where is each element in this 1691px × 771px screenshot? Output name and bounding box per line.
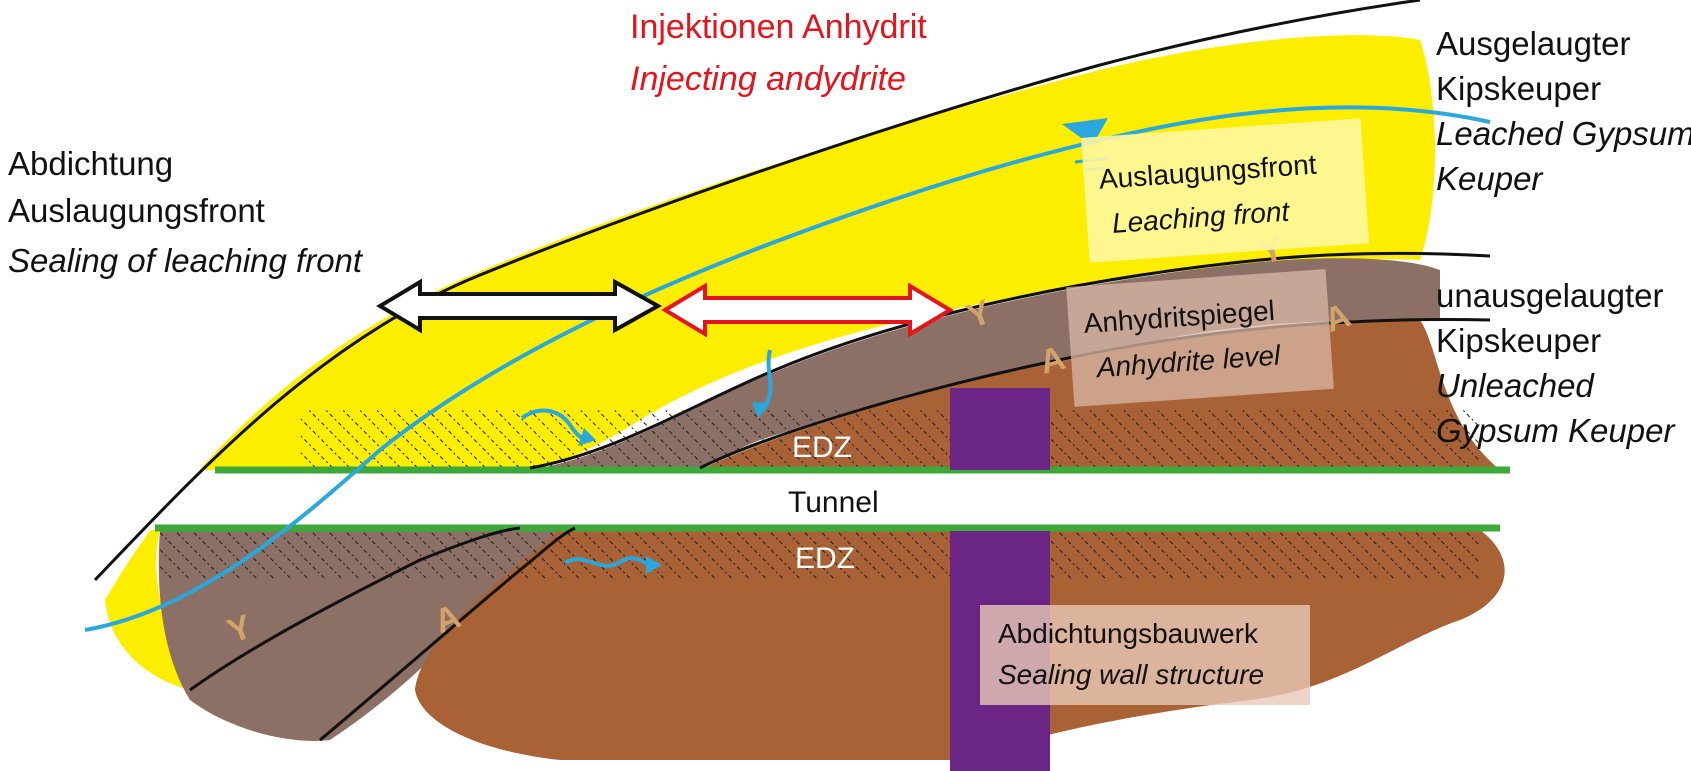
sealing-label-de-2: Auslaugungsfront xyxy=(8,192,265,229)
sealing-double-arrow-icon xyxy=(376,278,663,334)
sealing-wall-label-de: Abdichtungsbauwerk xyxy=(998,618,1259,649)
sealing-wall-upper xyxy=(950,388,1050,470)
water-table-marker-icon xyxy=(1062,118,1108,146)
injection-title-en: Injecting andydrite xyxy=(630,60,906,98)
sealing-wall-label-en: Sealing wall structure xyxy=(998,659,1264,690)
unleached-label-de-2: Kipskeuper xyxy=(1436,322,1601,359)
lower-leached-boundary-line xyxy=(189,526,521,692)
unleached-label-de-1: unausgelaugter xyxy=(1436,277,1664,314)
tunnel-space xyxy=(150,470,1510,530)
leached-label-en-2: Keuper xyxy=(1436,160,1544,197)
leached-label-de-1: Ausgelaugter xyxy=(1436,25,1630,62)
ground-surface-line xyxy=(93,0,1421,582)
edz-label-bottom: EDZ xyxy=(795,542,855,575)
edz-hatch-top xyxy=(300,410,1480,470)
flow-arrow-icon-3 xyxy=(563,556,653,568)
flow-arrow-head-3 xyxy=(646,556,662,574)
injection-double-arrow-icon xyxy=(661,282,954,338)
unleached-label-en-2: Gypsum Keuper xyxy=(1436,412,1676,449)
sealing-wall-label-box xyxy=(980,605,1310,705)
tunnel-label: Tunnel xyxy=(788,486,879,519)
sealing-label-de-1: Abdichtung xyxy=(8,145,173,182)
unleached-label-en-1: Unleached xyxy=(1436,367,1595,404)
flow-arrow-head-1 xyxy=(578,428,596,446)
flow-arrow-head-2 xyxy=(752,402,770,418)
anhydrite-boundary-line xyxy=(699,318,1491,470)
leached-boundary-line xyxy=(529,251,1491,470)
edz-hatch-bottom xyxy=(160,530,1480,580)
leached-label-en-1: Leached Gypsum xyxy=(1436,115,1691,152)
anhydrite-level-label-box xyxy=(1066,269,1334,407)
lower-anhydrite-boundary-line xyxy=(319,526,576,742)
anhydrite-level-band-lower xyxy=(158,530,560,741)
leaching-front-label-box xyxy=(1081,118,1370,263)
edz-label-top: EDZ xyxy=(792,431,852,464)
sealing-label-en: Sealing of leaching front xyxy=(8,242,364,279)
water-table-line xyxy=(84,105,1491,632)
injection-title-de: Injektionen Anhydrit xyxy=(630,8,927,46)
leached-label-de-2: Kipskeuper xyxy=(1436,70,1601,107)
